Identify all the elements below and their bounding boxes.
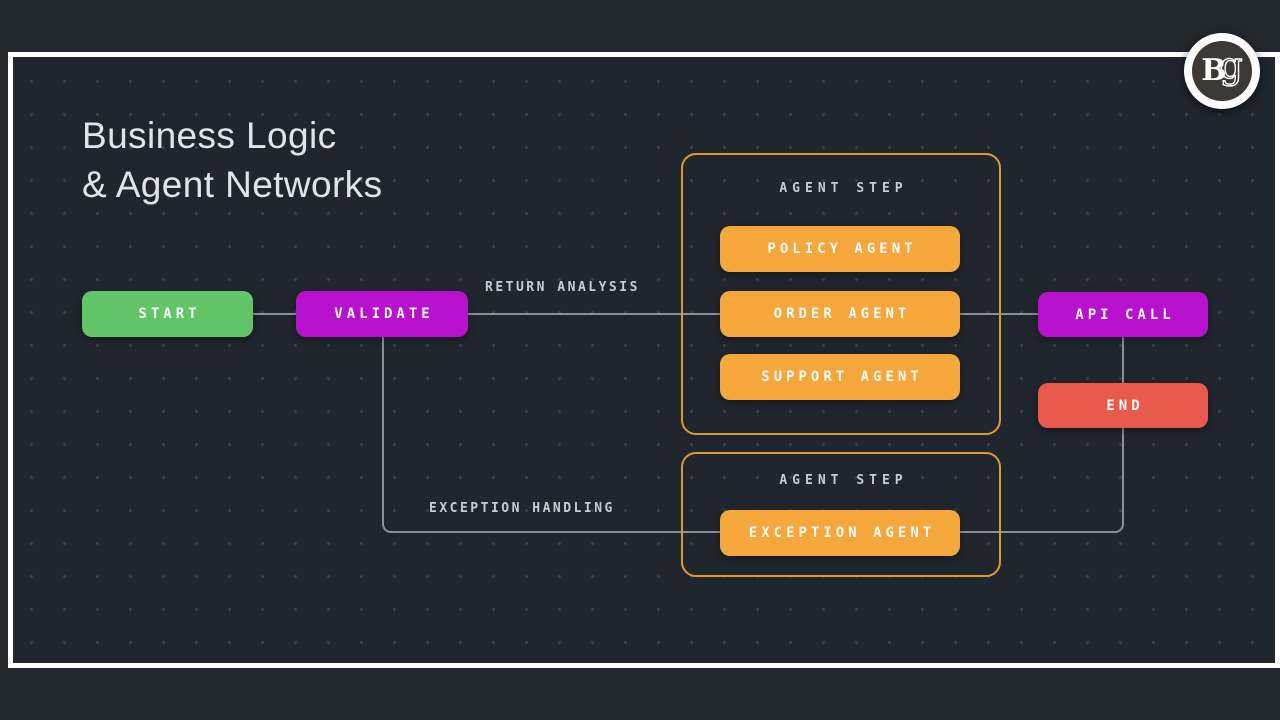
- node-start: START: [82, 291, 253, 337]
- node-end: END: [1038, 383, 1208, 428]
- brand-logo: B g: [1184, 33, 1260, 109]
- node-exception-agent: EXCEPTION AGENT: [720, 510, 960, 556]
- page-title-line-2: & Agent Networks: [82, 164, 383, 205]
- group-agent-step-bottom: AGENT STEP: [681, 452, 1001, 577]
- brand-logo-circle: B g: [1192, 41, 1252, 101]
- brand-logo-letter-g: g: [1219, 46, 1243, 87]
- page-title-line-1: Business Logic: [82, 115, 337, 156]
- connector-start-validate: [253, 313, 296, 315]
- diagram-canvas: Business Logic & Agent Networks AGENT ST…: [13, 57, 1275, 663]
- page-title: Business Logic & Agent Networks: [82, 111, 383, 209]
- node-policy-agent: POLICY AGENT: [720, 226, 960, 272]
- edge-label-return-analysis: RETURN ANALYSIS: [485, 280, 640, 295]
- brand-logo-letter-b: B: [1201, 53, 1227, 88]
- group-agent-step-bottom-label: AGENT STEP: [779, 473, 908, 488]
- node-validate: VALIDATE: [296, 291, 468, 337]
- edge-label-exception-handling: EXCEPTION HANDLING: [429, 501, 615, 516]
- connector-validate-exception-agent: [382, 337, 722, 533]
- group-agent-step-top: AGENT STEP: [681, 153, 1001, 435]
- slide-panel: Business Logic & Agent Networks AGENT ST…: [8, 52, 1280, 668]
- node-api-call: API CALL: [1038, 292, 1208, 337]
- connector-api-call-exception-agent: [960, 337, 1124, 533]
- node-support-agent: SUPPORT AGENT: [720, 354, 960, 400]
- connector-validate-order-agent: [468, 313, 720, 315]
- node-order-agent: ORDER AGENT: [720, 291, 960, 337]
- group-agent-step-top-label: AGENT STEP: [779, 181, 908, 196]
